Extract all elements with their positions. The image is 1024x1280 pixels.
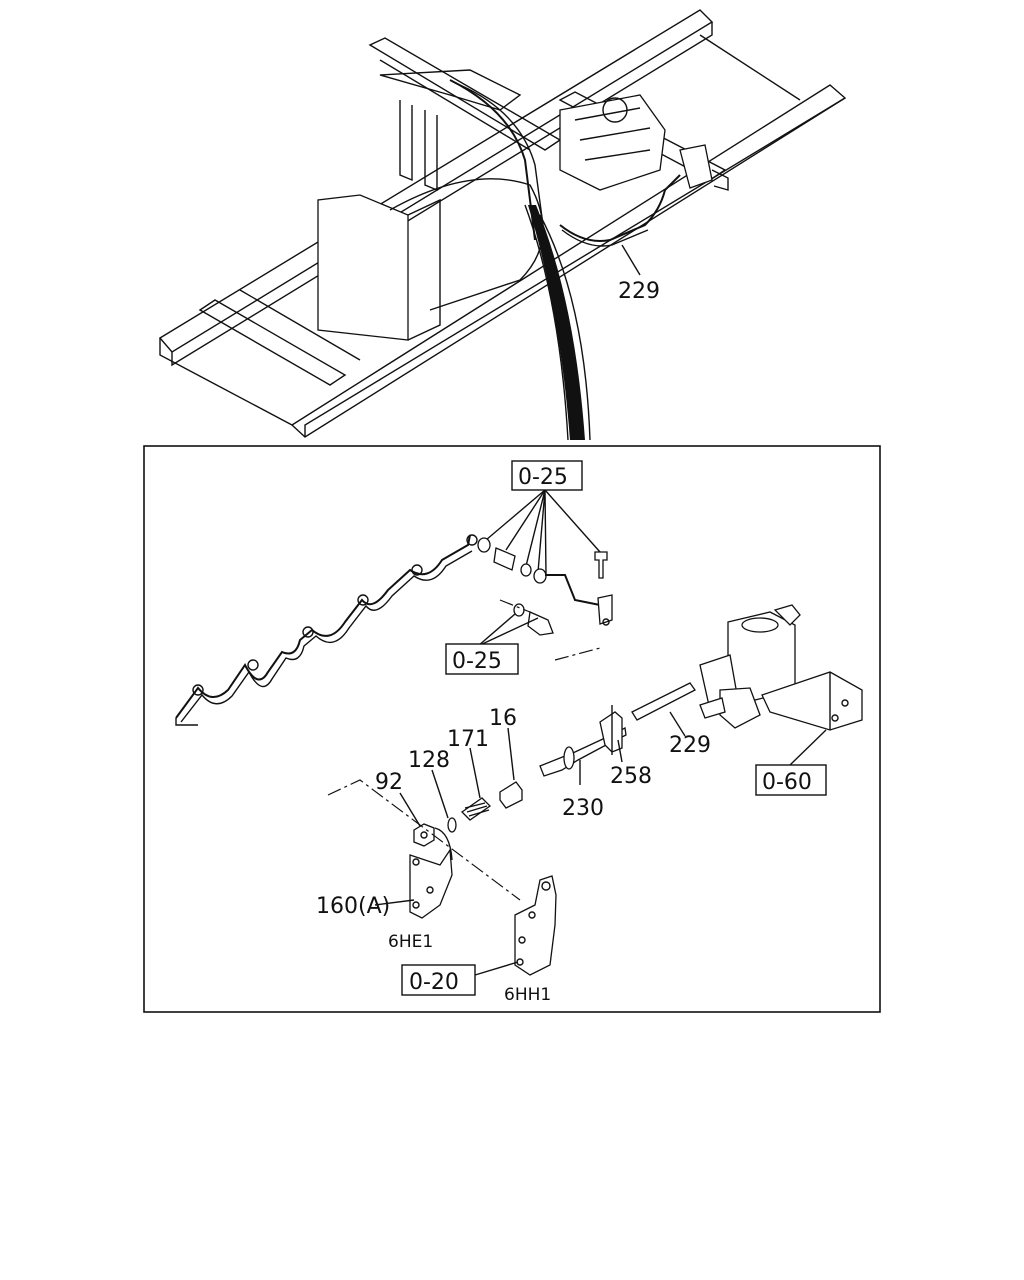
engine-label-6he1: 6HE1: [388, 932, 433, 952]
ref-0-25-top-text: 0-25: [518, 465, 568, 490]
bracket-6hh1: [474, 875, 557, 976]
pipe-assembly: [175, 534, 613, 726]
callout-258: 258: [610, 764, 652, 789]
ref-box-0-25-mid: 0-25: [445, 613, 539, 675]
callout-229-detail: 229: [669, 733, 711, 758]
cable-230: [539, 705, 627, 785]
bracket-6he1: [374, 827, 453, 919]
callout-16: 16: [489, 706, 517, 731]
callout-92: 92: [375, 770, 403, 795]
engine-label-6hh1: 6HH1: [504, 985, 551, 1005]
rod-229: [631, 682, 696, 737]
callout-230: 230: [562, 796, 604, 821]
callout-128: 128: [408, 748, 450, 773]
chassis-overview: [158, 9, 847, 441]
fasteners: [399, 727, 523, 847]
leaders-0-25-top: [485, 489, 601, 575]
detail-frame: [143, 445, 881, 1013]
callout-171: 171: [447, 727, 489, 752]
callout-160a: 160(A): [316, 894, 390, 919]
valve-assembly: [699, 604, 863, 731]
ref-box-0-60: [755, 764, 827, 796]
callout-229-top: 229: [618, 279, 660, 304]
ref-box-0-20: [401, 964, 476, 996]
ref-0-20-text: 0-20: [409, 970, 459, 995]
dashed-guide: [327, 779, 521, 901]
ref-0-25-mid-text: 0-25: [452, 649, 502, 674]
ref-box-0-25-top: 0-25: [511, 460, 583, 491]
ref-0-60-text: 0-60: [762, 770, 812, 795]
